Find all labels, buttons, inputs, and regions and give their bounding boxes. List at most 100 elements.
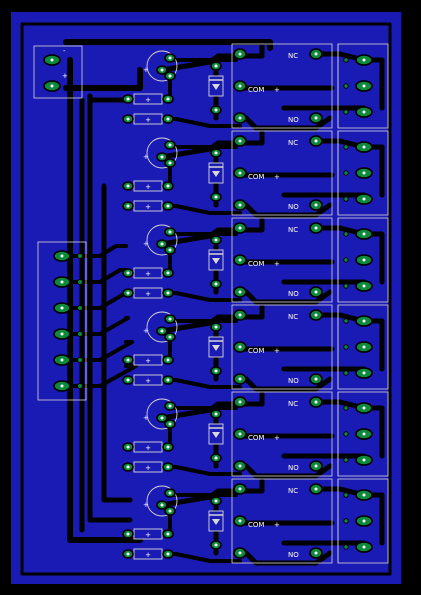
relay-no-label: NO xyxy=(288,203,299,211)
terminal-pad-no xyxy=(355,367,373,379)
resistor-pad xyxy=(162,201,174,211)
terminal-pad-no xyxy=(355,280,373,292)
header-pin-pad xyxy=(53,380,71,392)
pad-drill xyxy=(166,291,170,295)
resistor-plus-mark: + xyxy=(145,96,151,104)
header-via xyxy=(77,357,83,363)
relay-coil-pad xyxy=(233,222,247,234)
resistor-pad xyxy=(162,94,174,104)
resistor-body xyxy=(133,267,163,279)
pad-drill xyxy=(166,532,170,536)
relay-outline-icon xyxy=(231,43,333,129)
pad-drill xyxy=(168,56,172,60)
pad-drill xyxy=(362,110,366,114)
components xyxy=(33,43,389,564)
diode-pad xyxy=(210,61,222,71)
power-pad-2 xyxy=(43,80,61,92)
pad-drill xyxy=(314,226,318,230)
resistor-body xyxy=(133,461,163,473)
header-via xyxy=(77,383,83,389)
relay-nc-pad xyxy=(309,396,323,408)
pad-drill xyxy=(238,171,242,175)
relay-com-pad xyxy=(233,167,247,179)
relay-plus-mark: + xyxy=(274,173,280,181)
pad-drill xyxy=(60,306,64,310)
resistor-plus-mark: + xyxy=(145,464,151,472)
relay-com-pad xyxy=(233,341,247,353)
relay-com-pad xyxy=(233,254,247,266)
resistor-pad xyxy=(122,94,134,104)
header-via xyxy=(77,331,83,337)
pad-drill xyxy=(168,404,172,408)
pad-drill xyxy=(362,345,366,349)
relay-coil-pad xyxy=(233,396,247,408)
pad-drill xyxy=(362,258,366,262)
resistor-plus-mark: + xyxy=(145,270,151,278)
pad-drill xyxy=(314,52,318,56)
pad-drill xyxy=(238,464,242,468)
pad-drill xyxy=(168,248,172,252)
pad-drill xyxy=(362,545,366,549)
pad-drill xyxy=(362,171,366,175)
diode-symbol xyxy=(212,258,220,264)
relay-nc-label: NC xyxy=(288,139,298,147)
diode-icon xyxy=(208,249,224,271)
relay-no-label: NO xyxy=(288,377,299,385)
transistor-icon xyxy=(146,485,178,517)
pad-drill xyxy=(126,291,130,295)
transistor-outline xyxy=(146,50,178,82)
resistor-plus-mark: + xyxy=(145,531,151,539)
pad-drill xyxy=(166,184,170,188)
pad-drill xyxy=(238,203,242,207)
pad-drill xyxy=(214,325,218,329)
terminal-pad-com xyxy=(355,167,373,179)
resistor-pad xyxy=(122,288,134,298)
pad-drill xyxy=(168,335,172,339)
pad-drill xyxy=(160,68,164,72)
pad-drill xyxy=(214,543,218,547)
pad-drill xyxy=(314,313,318,317)
pad-drill xyxy=(238,116,242,120)
transistor-pad-2 xyxy=(156,500,168,510)
pad-drill xyxy=(126,97,130,101)
resistor-plus-mark: + xyxy=(145,551,151,559)
terminal-pad-com xyxy=(355,515,373,527)
relay-no-pad xyxy=(309,547,323,559)
resistor-icon xyxy=(133,461,163,473)
pad-drill xyxy=(126,465,130,469)
diode-pad xyxy=(210,148,222,158)
pad-drill xyxy=(168,230,172,234)
pad-drill xyxy=(362,197,366,201)
transistor-pad-2 xyxy=(156,326,168,336)
transistor-plus-mark: + xyxy=(143,66,149,74)
pad-drill xyxy=(238,313,242,317)
channel-trace xyxy=(159,304,265,334)
transistor-pad-1 xyxy=(164,488,176,498)
terminal-pad-nc xyxy=(355,402,373,414)
pad-drill xyxy=(314,377,318,381)
relay-coil-pad xyxy=(233,135,247,147)
relay-nc-pad xyxy=(309,135,323,147)
channel-trace xyxy=(159,43,265,73)
relay-coil-pad xyxy=(233,199,247,211)
relay-outline-icon xyxy=(231,304,333,390)
transistor-outline xyxy=(146,485,178,517)
pad-drill xyxy=(168,509,172,513)
relay-coil-pad xyxy=(233,483,247,495)
pad-drill xyxy=(126,184,130,188)
transistor-pad-2 xyxy=(156,413,168,423)
pad-drill xyxy=(60,332,64,336)
transistor-plus-mark: + xyxy=(143,240,149,248)
relay-no-pad xyxy=(309,199,323,211)
terminal-pad-no xyxy=(355,106,373,118)
pad-drill xyxy=(214,412,218,416)
resistor-pad xyxy=(162,529,174,539)
diode-pad xyxy=(210,540,222,550)
resistor-pad xyxy=(162,375,174,385)
resistor-body xyxy=(133,548,163,560)
resistor-pad xyxy=(162,462,174,472)
diode-icon xyxy=(208,336,224,358)
diode-symbol xyxy=(212,345,220,351)
diode-icon xyxy=(208,510,224,532)
pad-drill xyxy=(238,377,242,381)
